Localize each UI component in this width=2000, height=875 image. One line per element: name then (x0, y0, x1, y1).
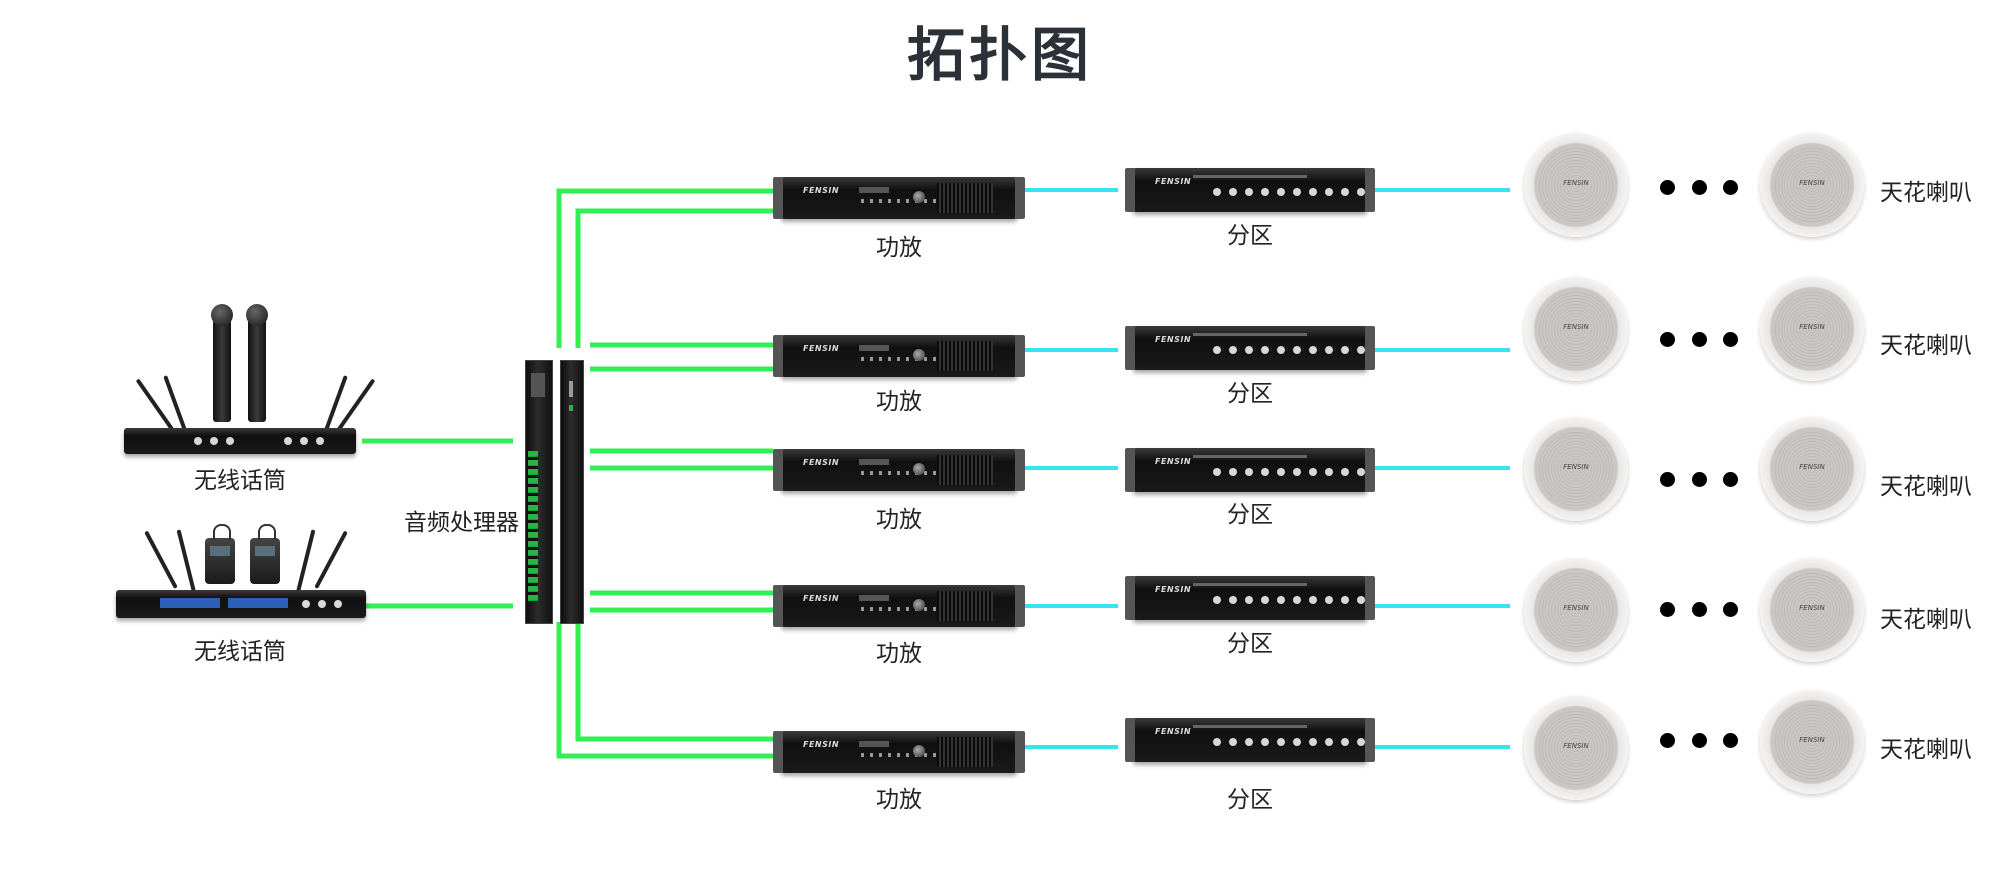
ellipsis-dot (1692, 602, 1707, 617)
speaker-label: 天花喇叭 (1880, 607, 1972, 633)
ellipsis-dot (1692, 180, 1707, 195)
ellipsis-dot (1723, 180, 1738, 195)
ellipsis-dot (1723, 733, 1738, 748)
ceiling-speaker-icon: FENSIN (1524, 277, 1628, 381)
ellipsis-dot (1660, 180, 1675, 195)
zone-label: 分区 (1227, 223, 1273, 249)
ceiling-speaker-icon: FENSIN (1524, 696, 1628, 800)
speaker-label: 天花喇叭 (1880, 333, 1972, 359)
audio-links (362, 188, 773, 759)
amp-label: 功放 (876, 507, 922, 533)
processor-to-amp1-link-a (556, 188, 773, 348)
processor-front-panel (560, 360, 584, 624)
speaker-label: 天花喇叭 (1880, 180, 1972, 206)
amp-label: 功放 (876, 389, 922, 415)
zone-label: 分区 (1227, 502, 1273, 528)
ceiling-speaker-icon: FENSIN (1524, 133, 1628, 237)
amplifier-4: FENSIN (773, 585, 1025, 627)
amplifier-1: FENSIN (773, 177, 1025, 219)
speaker-label: 天花喇叭 (1880, 737, 1972, 763)
brand-logo: FENSIN (803, 344, 840, 353)
brand-logo: FENSIN (803, 186, 840, 195)
processor-to-amp5-link-a (575, 622, 773, 742)
brand-logo: FENSIN (1155, 335, 1192, 344)
brand-logo: FENSIN (1155, 585, 1192, 594)
handheld-mic-icon (246, 304, 268, 422)
wireless-receiver-2 (116, 590, 366, 618)
ceiling-speaker-icon: FENSIN (1524, 417, 1628, 521)
brand-logo: FENSIN (803, 594, 840, 603)
amp-label: 功放 (876, 787, 922, 813)
ellipsis-dot (1723, 332, 1738, 347)
amplifier-5: FENSIN (773, 731, 1025, 773)
ceiling-speaker-icon: FENSIN (1760, 558, 1864, 662)
brand-logo: FENSIN (803, 740, 840, 749)
ellipsis-dot (1723, 472, 1738, 487)
ceiling-speaker-icon: FENSIN (1524, 558, 1628, 662)
speaker-label: 天花喇叭 (1880, 474, 1972, 500)
processor-to-amp5-link-b (556, 622, 773, 759)
brand-logo: FENSIN (803, 458, 840, 467)
ellipsis-dot (1692, 472, 1707, 487)
handheld-mic-icon (211, 304, 233, 422)
diagram-title: 拓扑图 (906, 21, 1093, 89)
bodypack-transmitter-icon (205, 524, 235, 584)
ceiling-speaker-icon: FENSIN (1760, 690, 1864, 794)
ellipsis-dot (1660, 733, 1675, 748)
speaker-links (1020, 188, 1510, 749)
zone-controller-3: FENSIN (1125, 448, 1375, 492)
zone-controller-5: FENSIN (1125, 718, 1375, 762)
amplifier-2: FENSIN (773, 335, 1025, 377)
mic-label-1: 无线话筒 (194, 468, 286, 494)
ellipsis-dot (1660, 602, 1675, 617)
ceiling-speaker-icon: FENSIN (1760, 133, 1864, 237)
amplifier-3: FENSIN (773, 449, 1025, 491)
bodypack-transmitter-icon (250, 524, 280, 584)
amp-label: 功放 (876, 235, 922, 261)
processor-to-amp1-link-b (575, 208, 773, 348)
amp-label: 功放 (876, 641, 922, 667)
ellipsis-dot (1692, 733, 1707, 748)
zone-label: 分区 (1227, 381, 1273, 407)
brand-logo: FENSIN (1155, 727, 1192, 736)
zone-label: 分区 (1227, 787, 1273, 813)
ellipsis-dot (1723, 602, 1738, 617)
wireless-receiver-1 (124, 428, 356, 454)
ellipsis-dot (1660, 472, 1675, 487)
processor-rear-panel (525, 360, 553, 624)
mic-label-2: 无线话筒 (194, 639, 286, 665)
processor-label: 音频处理器 (404, 510, 519, 536)
ellipsis-dot (1660, 332, 1675, 347)
ellipsis-dot (1692, 332, 1707, 347)
brand-logo: FENSIN (1155, 177, 1192, 186)
zone-controller-1: FENSIN (1125, 168, 1375, 212)
ceiling-speaker-icon: FENSIN (1760, 277, 1864, 381)
zone-controller-2: FENSIN (1125, 326, 1375, 370)
zone-label: 分区 (1227, 631, 1273, 657)
brand-logo: FENSIN (1155, 457, 1192, 466)
ceiling-speaker-icon: FENSIN (1760, 417, 1864, 521)
zone-controller-4: FENSIN (1125, 576, 1375, 620)
